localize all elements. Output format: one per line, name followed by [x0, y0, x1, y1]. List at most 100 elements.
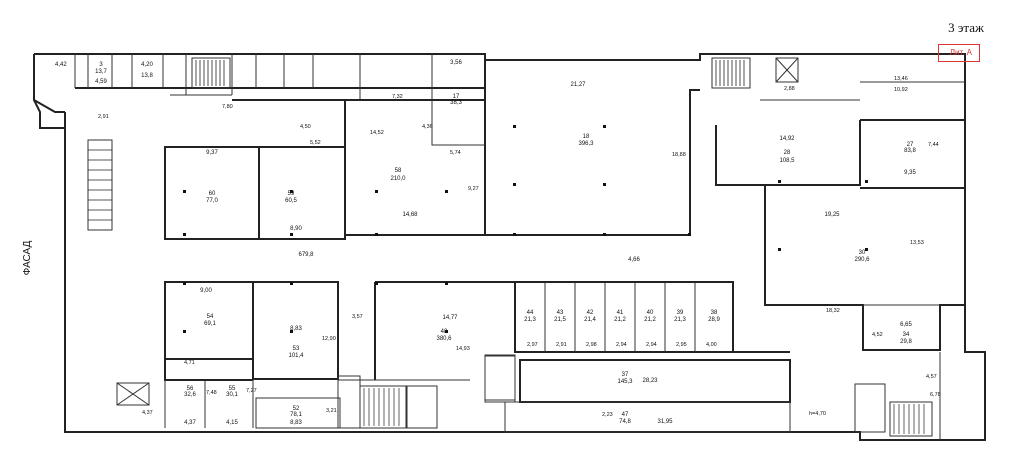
room-area: 290,6: [854, 257, 870, 263]
room-area: 38,3: [450, 100, 462, 106]
stair-top-left: [191, 57, 231, 89]
dimension: 14,93: [456, 346, 470, 352]
room-area: 74,8: [619, 419, 631, 425]
dimension: 2,97: [527, 342, 538, 348]
room-area: 83,8: [904, 148, 916, 154]
shop-number: 40: [647, 310, 654, 316]
dimension: 2,91: [98, 114, 109, 120]
dimension: 18,88: [672, 152, 686, 158]
room-number: 18: [583, 134, 590, 140]
dimension: 7,48: [206, 390, 217, 396]
room-label: 4,59: [95, 79, 107, 85]
room-dim: 8,83: [290, 326, 302, 332]
outer-walls: [33, 53, 986, 441]
corridor-dim: 4,66: [628, 257, 640, 263]
escalator-left: [87, 139, 113, 231]
dimension: 7,32: [392, 94, 403, 100]
room-dim: 4,37: [184, 420, 196, 426]
dimension: 2,94: [646, 342, 657, 348]
stairs-lower: [116, 352, 941, 440]
shop-number: 42: [587, 310, 594, 316]
room-dim: 31,95: [657, 419, 673, 425]
room-dim: 8,90: [290, 226, 302, 232]
room-dim: 14,77: [442, 315, 458, 321]
room-dim: 19,25: [824, 212, 840, 218]
room-area: 145,3: [617, 379, 633, 385]
room-number: 56: [187, 386, 194, 392]
room-label: 4,42: [55, 62, 67, 68]
room-area: 60,5: [285, 198, 297, 204]
room-number: 17: [453, 94, 460, 100]
room-number: 47: [622, 412, 629, 418]
room-number: 34: [903, 332, 910, 338]
room-dim: 28,23: [642, 378, 658, 384]
room-number: 59: [288, 191, 295, 197]
room-dim: 9,00: [200, 288, 212, 294]
dimension: 10,92: [894, 87, 908, 93]
room-dim: 9,37: [206, 150, 218, 156]
dimension: 2,94: [616, 342, 627, 348]
room-area: 210,0: [390, 176, 406, 182]
dimension: 13,53: [910, 240, 924, 246]
room-area: 78,1: [290, 412, 302, 418]
room-area: 29,8: [900, 339, 912, 345]
room-area: 77,0: [206, 198, 218, 204]
room-area: 108,5: [779, 158, 795, 164]
room-area: 69,1: [204, 321, 216, 327]
dimension-labels: 2,91 7,80 5,52 14,52 7,32 4,50 4,36 5,74…: [98, 76, 941, 418]
room-dim: 9,35: [904, 170, 916, 176]
shop-area: 21,5: [554, 317, 566, 323]
room-number: 48: [441, 329, 448, 335]
rooms-upper-right: [715, 81, 966, 351]
lit-label: Лит. А: [949, 48, 972, 57]
rooms-lower-middle: [484, 354, 791, 433]
dimension: 2,23: [602, 412, 613, 418]
room-dim: 6,65: [900, 322, 912, 328]
dimension: 7,44: [928, 142, 939, 148]
room-dim: 14,68: [402, 212, 418, 218]
room-number: 58: [395, 168, 402, 174]
floor-label: 3 этаж: [948, 20, 984, 35]
shop-area: 21,2: [614, 317, 626, 323]
room-dim: 21,27: [570, 82, 586, 88]
dimension: 9,27: [468, 186, 479, 192]
dimension: 3,57: [352, 314, 363, 320]
dimension: 4,71: [184, 360, 195, 366]
room-number: 27: [907, 142, 914, 148]
dimension: 12,90: [322, 336, 336, 342]
room-dim: 8,83: [290, 420, 302, 426]
shop-area: 21,3: [524, 317, 536, 323]
shop-row: [514, 281, 734, 353]
room-label: 4,20: [141, 62, 153, 68]
room-number: 37: [622, 372, 629, 378]
dimension: 5,74: [450, 150, 461, 156]
room-area: 101,4: [288, 353, 304, 359]
dimension: 4,52: [872, 332, 883, 338]
room-dim: 4,15: [226, 420, 238, 426]
rooms-lower-left: [164, 281, 341, 429]
dimension: 4,36: [422, 124, 433, 130]
room-label: 13,8: [141, 73, 153, 79]
room-label: 13,7: [95, 69, 107, 75]
room-area: 30,1: [226, 392, 238, 398]
dimension: 2,98: [586, 342, 597, 348]
dimension: 4,50: [300, 124, 311, 130]
dimension: 14,52: [370, 130, 384, 136]
room-number: 60: [209, 191, 216, 197]
room-area: 396,3: [578, 141, 594, 147]
facade-label: ФАСАД: [22, 240, 33, 275]
room-number: 53: [293, 346, 300, 352]
lit-box: [938, 44, 980, 62]
dimension: 18,32: [826, 308, 840, 314]
structural-columns: [183, 125, 868, 333]
dimension: 7,80: [222, 104, 233, 110]
shop-number: 39: [677, 310, 684, 316]
corridor-area: 679,8: [298, 252, 314, 258]
shop-area: 21,2: [644, 317, 656, 323]
stair-top-right: [711, 57, 799, 89]
room-label: 3: [99, 62, 103, 68]
top-room-band: [74, 54, 485, 101]
dimension: 4,37: [142, 410, 153, 416]
shop-area: 21,4: [584, 317, 596, 323]
